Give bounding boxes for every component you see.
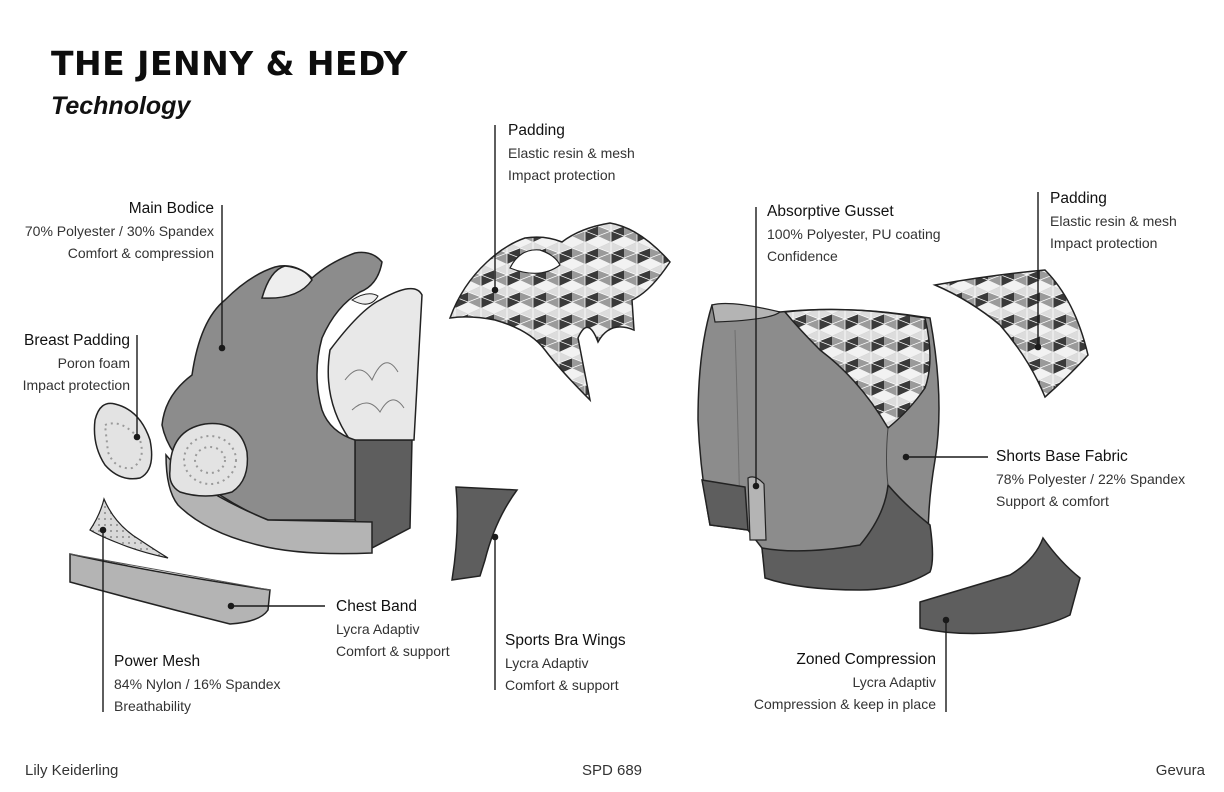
callout-absorptive-gusset: Absorptive Gusset 100% Polyester, PU coa… bbox=[767, 201, 941, 267]
page-title: THE JENNY & HEDY bbox=[51, 44, 408, 83]
sports-bra-wing-shape bbox=[451, 486, 519, 581]
callout-material: 70% Polyester / 30% Spandex bbox=[24, 223, 214, 239]
callout-shorts-base-fabric: Shorts Base Fabric 78% Polyester / 22% S… bbox=[996, 446, 1185, 512]
shorts-padding-panel-shape bbox=[783, 308, 931, 486]
shorts-padding-shape bbox=[932, 269, 1089, 399]
anchor-main-bodice bbox=[218, 344, 226, 352]
footer-author: Lily Keiderling bbox=[25, 762, 119, 779]
callout-function: Comfort & support bbox=[336, 643, 450, 659]
callout-material: Elastic resin & mesh bbox=[1050, 213, 1177, 229]
footer-brand: Gevura bbox=[1155, 762, 1205, 779]
callout-name: Main Bodice bbox=[128, 200, 214, 217]
callout-material: Lycra Adaptiv bbox=[336, 621, 420, 637]
callout-name: Breast Padding bbox=[24, 332, 130, 349]
callout-function: Impact protection bbox=[1050, 235, 1158, 251]
callout-sports-bra-wings: Sports Bra Wings Lycra Adaptiv Comfort &… bbox=[505, 630, 626, 696]
callout-name: Padding bbox=[508, 122, 565, 139]
callout-material: Lycra Adaptiv bbox=[505, 655, 589, 671]
breast-padding-shape bbox=[93, 402, 153, 480]
bra-padding-shape bbox=[448, 222, 671, 403]
anchor-sports-bra-wings bbox=[491, 533, 499, 541]
callout-name: Chest Band bbox=[336, 598, 417, 615]
callout-breast-padding: Breast Padding Poron foam Impact protect… bbox=[23, 330, 130, 396]
anchor-padding-bra bbox=[491, 286, 499, 294]
callout-name: Zoned Compression bbox=[796, 651, 936, 668]
callout-chest-band: Chest Band Lycra Adaptiv Comfort & suppo… bbox=[336, 596, 450, 662]
callout-material: 84% Nylon / 16% Spandex bbox=[114, 676, 281, 692]
bra-chest-band-shape bbox=[165, 452, 373, 555]
bra-cup-pad-shape bbox=[168, 422, 249, 497]
anchor-breast-padding bbox=[133, 433, 141, 441]
page-subtitle: Technology bbox=[51, 92, 191, 120]
footer-course: SPD 689 bbox=[581, 762, 643, 779]
callout-padding-bra: Padding Elastic resin & mesh Impact prot… bbox=[508, 120, 635, 186]
callout-material: 78% Polyester / 22% Spandex bbox=[996, 471, 1186, 487]
callout-padding-shorts: Padding Elastic resin & mesh Impact prot… bbox=[1050, 188, 1177, 254]
callout-main-bodice: Main Bodice 70% Polyester / 30% Spandex … bbox=[25, 198, 214, 264]
callout-material: Poron foam bbox=[57, 355, 130, 371]
callout-function: Compression & keep in place bbox=[753, 696, 936, 712]
callout-function: Support & comfort bbox=[996, 493, 1109, 509]
anchor-padding-shorts bbox=[1034, 343, 1042, 351]
callout-name: Sports Bra Wings bbox=[505, 632, 626, 649]
anchor-shorts-base-fabric bbox=[902, 453, 910, 461]
callout-function: Impact protection bbox=[22, 377, 130, 393]
callout-name: Shorts Base Fabric bbox=[996, 448, 1128, 465]
anchor-zoned-compression bbox=[942, 616, 950, 624]
callout-function: Comfort & compression bbox=[67, 245, 214, 261]
callout-function: Breathability bbox=[114, 698, 192, 714]
callout-material: Lycra Adaptiv bbox=[852, 674, 936, 690]
callout-name: Padding bbox=[1050, 190, 1107, 207]
callout-material: 100% Polyester, PU coating bbox=[767, 226, 941, 242]
chest-band-piece-shape bbox=[69, 553, 271, 625]
gusset-shape bbox=[747, 476, 767, 541]
callout-name: Power Mesh bbox=[114, 653, 201, 670]
callout-zoned-compression: Zoned Compression Lycra Adaptiv Compress… bbox=[754, 649, 936, 715]
anchor-power-mesh bbox=[99, 526, 107, 534]
anchor-chest-band bbox=[227, 602, 235, 610]
callout-function: Comfort & support bbox=[505, 677, 619, 693]
callout-function: Confidence bbox=[767, 248, 838, 264]
shorts-leg-cuff-shape bbox=[701, 479, 934, 591]
callout-name: Absorptive Gusset bbox=[767, 203, 894, 220]
callout-material: Elastic resin & mesh bbox=[508, 145, 635, 161]
callout-power-mesh: Power Mesh 84% Nylon / 16% Spandex Breat… bbox=[114, 651, 281, 717]
anchor-absorptive-gusset bbox=[752, 482, 760, 490]
power-mesh-shape bbox=[89, 497, 169, 559]
callout-function: Impact protection bbox=[508, 167, 616, 183]
zoned-compression-shape bbox=[919, 536, 1081, 635]
